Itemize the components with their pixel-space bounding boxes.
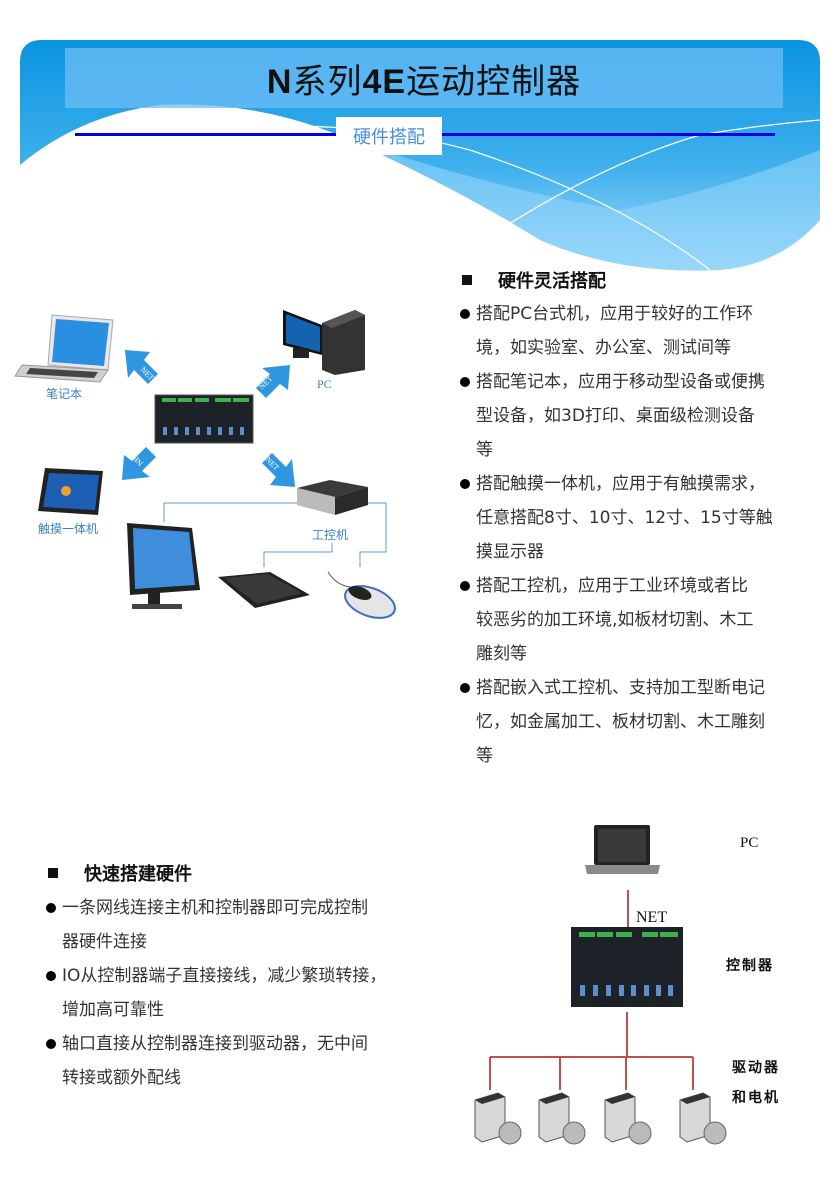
arrow-to-laptop-icon bbox=[125, 350, 158, 384]
list-item: 搭配笔记本，应用于移动型设备或便携型设备，如3D打印、桌面级检测设备等 bbox=[460, 365, 805, 467]
hardware-options-diagram: NET NET NET NET bbox=[0, 290, 420, 620]
bullet-dot-icon bbox=[460, 377, 470, 387]
bullet-dot-icon bbox=[46, 903, 56, 913]
connection-lines bbox=[163, 502, 387, 567]
laptop-icon bbox=[14, 314, 114, 383]
controller-icon bbox=[154, 394, 254, 444]
label-controller: 控制器 bbox=[726, 958, 774, 974]
pc-laptop-icon bbox=[585, 825, 660, 874]
bullet-dot-icon bbox=[460, 581, 470, 591]
label-industrial-pc: 工控机 bbox=[312, 528, 349, 542]
pc-icon bbox=[283, 310, 365, 375]
list-item: 搭配PC台式机，应用于较好的工作环境，如实验室、办公室、测试间等 bbox=[460, 297, 805, 365]
bullet-dot-icon bbox=[460, 683, 470, 693]
drive-bus-lines bbox=[489, 1012, 694, 1090]
page-title: N系列4E运动控制器 bbox=[266, 62, 582, 101]
servo-drive-3-icon bbox=[604, 1092, 652, 1145]
section-heading-quick-build: 快速搭建硬件 bbox=[48, 860, 192, 886]
list-item: 轴口直接从控制器连接到驱动器，无中间转接或额外配线 bbox=[46, 1027, 426, 1095]
flexible-hardware-list: 搭配PC台式机，应用于较好的工作环境，如实验室、办公室、测试间等 搭配笔记本，应… bbox=[460, 297, 805, 773]
bullet-dot-icon bbox=[460, 309, 470, 319]
list-item: IO从控制器端子直接接线，减少繁琐转接，增加高可靠性 bbox=[46, 959, 426, 1027]
keyboard-icon bbox=[218, 572, 310, 608]
square-bullet-icon bbox=[462, 275, 472, 285]
bullet-dot-icon bbox=[46, 971, 56, 981]
arrow-to-touch-icon bbox=[122, 447, 156, 480]
servo-drive-1-icon bbox=[474, 1092, 522, 1145]
controller-icon bbox=[571, 927, 683, 1007]
arrow-to-ipc-icon bbox=[262, 453, 295, 487]
svg-text:NET: NET bbox=[139, 365, 156, 382]
title-box: N系列4E运动控制器 bbox=[65, 48, 783, 108]
monitor-icon bbox=[127, 523, 200, 609]
label-drives: 驱动器 bbox=[732, 1060, 780, 1076]
list-item: 搭配触摸一体机，应用于有触摸需求，任意搭配8寸、10寸、12寸、15寸等触摸显示… bbox=[460, 467, 805, 569]
label-motors: 和电机 bbox=[732, 1090, 780, 1106]
label-net: NET bbox=[636, 909, 668, 926]
arrow-to-pc-icon bbox=[256, 365, 290, 398]
industrial-pc-icon bbox=[297, 480, 368, 515]
list-item: 搭配嵌入式工控机、支持加工型断电记忆，如金属加工、板材切割、木工雕刻等 bbox=[460, 671, 805, 773]
wiring-diagram: PC NET 控制器 驱动器 和电机 bbox=[460, 815, 800, 1155]
bullet-dot-icon bbox=[46, 1039, 56, 1049]
label-laptop: 笔记本 bbox=[46, 387, 83, 401]
diagram-graphics: NET NET NET NET bbox=[14, 310, 396, 619]
list-item: 搭配工控机，应用于工业环境或者比较恶劣的加工环境,如板材切割、木工雕刻等 bbox=[460, 569, 805, 671]
wiring-graphics bbox=[474, 825, 727, 1145]
servo-drive-2-icon bbox=[538, 1092, 586, 1145]
label-touch-panel: 触摸一体机 bbox=[38, 522, 99, 536]
quick-build-list: 一条网线连接主机和控制器即可完成控制器硬件连接 IO从控制器端子直接接线，减少繁… bbox=[46, 891, 426, 1095]
label-pc: PC bbox=[317, 377, 332, 391]
label-pc: PC bbox=[740, 835, 759, 851]
touch-panel-icon bbox=[38, 468, 103, 515]
bullet-dot-icon bbox=[460, 479, 470, 489]
square-bullet-icon bbox=[48, 868, 58, 878]
subtitle: 硬件搭配 bbox=[353, 127, 425, 148]
servo-drive-4-icon bbox=[679, 1092, 727, 1145]
mouse-icon bbox=[327, 571, 396, 619]
subtitle-box: 硬件搭配 bbox=[336, 117, 442, 155]
list-item: 一条网线连接主机和控制器即可完成控制器硬件连接 bbox=[46, 891, 426, 959]
net-arrows bbox=[122, 350, 295, 487]
section-heading-flexible-hardware: 硬件灵活搭配 bbox=[462, 267, 606, 293]
